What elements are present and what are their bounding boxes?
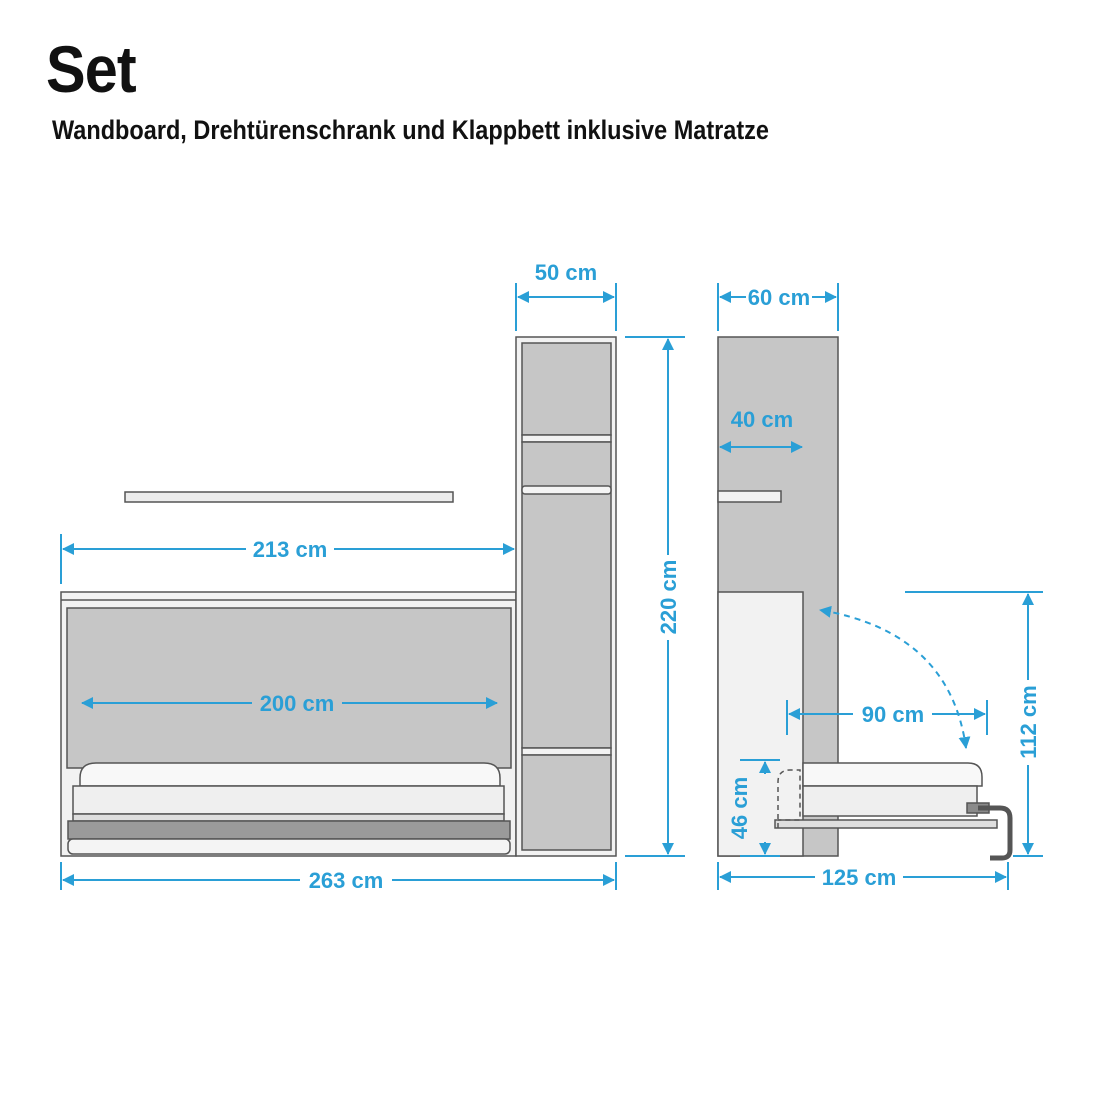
mattress <box>79 762 501 787</box>
label-bed-depth-open: 90 cm <box>862 702 924 727</box>
bed-frame-top <box>72 785 505 815</box>
label-total-width: 263 cm <box>309 868 384 893</box>
bed-frame-base <box>67 820 511 840</box>
open-bed-leg <box>978 805 1013 861</box>
front-view <box>60 336 617 857</box>
dimension-lines <box>60 283 1043 890</box>
side-shelf <box>717 490 782 503</box>
label-wardrobe-width: 50 cm <box>535 260 597 285</box>
wardrobe-shelf-2 <box>521 747 612 756</box>
label-bed-height-open: 112 cm <box>1016 685 1041 758</box>
page-title: Set <box>46 32 137 106</box>
wall-shelf <box>124 491 454 503</box>
label-shelf-depth: 40 cm <box>731 407 793 432</box>
fold-swing-arrow <box>819 605 971 749</box>
label-mattress-length: 200 cm <box>260 691 335 716</box>
open-bed-frame <box>802 785 978 817</box>
side-view <box>717 336 1013 861</box>
bed-frame-slats <box>72 813 505 822</box>
open-bed-mattress <box>802 762 983 787</box>
open-bed-slat <box>774 819 998 829</box>
wardrobe-shelf-1 <box>521 434 612 443</box>
bed-frame-foot <box>67 838 511 855</box>
page-subtitle: Wandboard, Drehtürenschrank und Klappbet… <box>52 115 769 145</box>
label-side-depth: 60 cm <box>748 285 810 310</box>
wardrobe-compartment-top <box>521 342 612 436</box>
label-bed-surface-height: 46 cm <box>727 777 752 839</box>
label-bed-module-width: 213 cm <box>253 537 328 562</box>
wardrobe-compartment-bottom <box>521 754 612 851</box>
label-total-depth-open: 125 cm <box>822 865 897 890</box>
folding-hinge-dashed <box>777 769 801 828</box>
label-total-height: 220 cm <box>656 560 681 635</box>
bed-cabinet-back-panel <box>66 607 512 769</box>
wardrobe-clothes-rail <box>521 485 612 495</box>
